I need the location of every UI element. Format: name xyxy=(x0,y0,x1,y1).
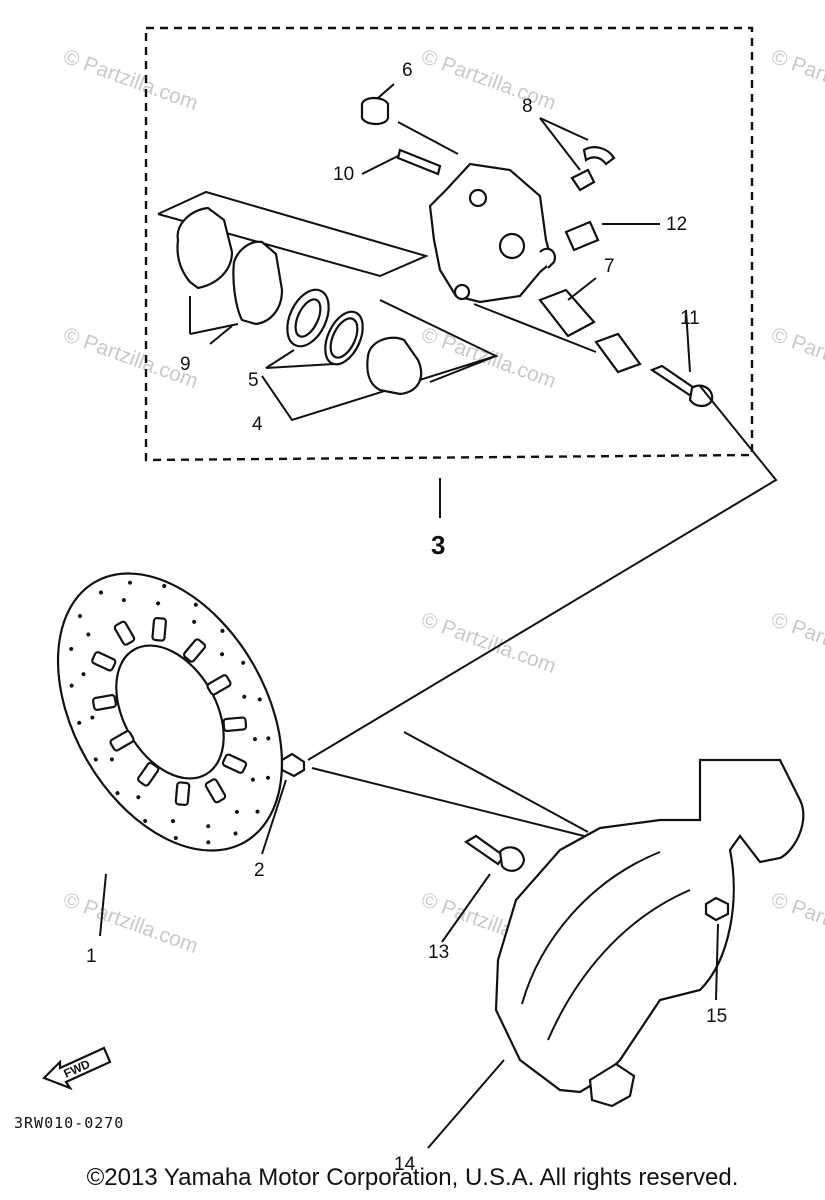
callout-2: 2 xyxy=(254,860,265,881)
assembly-leader-line xyxy=(307,385,778,761)
caliper-assembly-box: 3 xyxy=(144,26,754,560)
callout-labels: 6 8 10 12 7 11 9 5 4 2 13 1 15 14 xyxy=(86,60,727,1175)
callout-13: 13 xyxy=(428,942,449,963)
callout-11: 11 xyxy=(680,308,700,329)
callout-4: 4 xyxy=(252,414,263,435)
watermark: © Partzilla.com xyxy=(418,45,559,115)
watermark: © Partzilla.com xyxy=(418,608,559,678)
callout-15: 15 xyxy=(706,1006,727,1027)
guard-bolt xyxy=(704,896,730,922)
callout-3: 3 xyxy=(431,530,445,560)
callout-14: 14 xyxy=(394,1154,416,1175)
callout-8: 8 xyxy=(522,96,533,117)
brake-disc xyxy=(56,572,284,852)
callout-9: 9 xyxy=(180,354,191,375)
fwd-arrow-icon: FWD xyxy=(42,1046,112,1091)
watermark: © Partzilla.com xyxy=(60,45,201,115)
caliper-body xyxy=(428,162,556,304)
callout-5: 5 xyxy=(248,370,259,391)
disc-bolt xyxy=(280,752,593,839)
piston-seals xyxy=(286,288,423,396)
caliper-bracket-bolt xyxy=(463,834,526,872)
brake-pad xyxy=(176,206,284,335)
watermark: © Partzilla.com xyxy=(768,888,825,958)
watermark: © Partzilla.com xyxy=(60,888,201,958)
callout-7: 7 xyxy=(604,256,615,277)
caliper-small-parts xyxy=(360,96,714,408)
copyright-notice: ©2013 Yamaha Motor Corporation, U.S.A. A… xyxy=(86,1164,739,1191)
callout-1: 1 xyxy=(86,946,97,967)
watermark: © Partzilla.com xyxy=(768,608,825,678)
callout-6: 6 xyxy=(402,60,413,81)
watermark: © Partzilla.com xyxy=(768,45,825,115)
callout-12: 12 xyxy=(666,214,687,235)
disc-guard xyxy=(403,731,805,1108)
callout-leaders xyxy=(99,83,719,1149)
pad-kit-outline xyxy=(157,190,429,278)
watermark: © Partzilla.com xyxy=(768,323,825,393)
diagram-code: 3RW010-0270 xyxy=(14,1114,124,1132)
callout-10: 10 xyxy=(333,164,354,185)
